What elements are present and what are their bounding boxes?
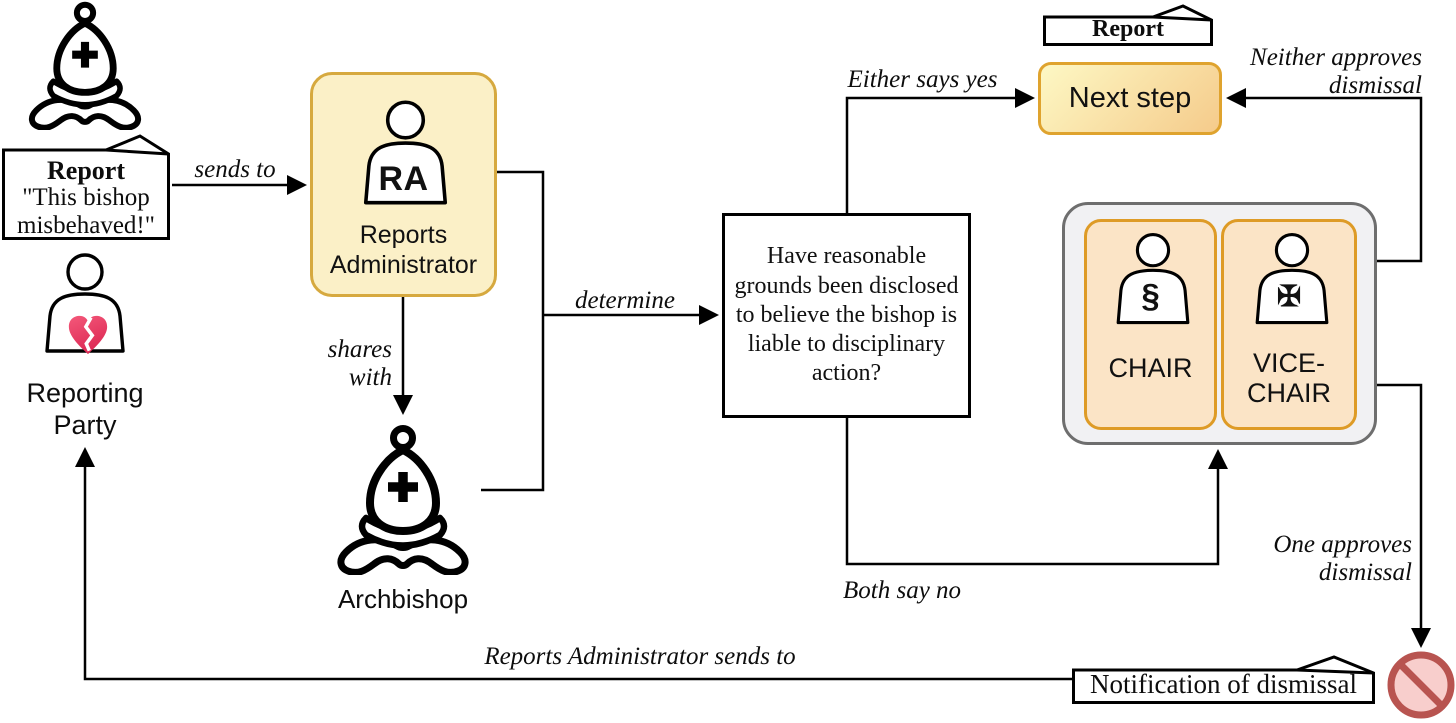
document-fold-shape	[1043, 4, 1213, 46]
no-entry-icon	[1387, 651, 1455, 719]
chair-label: CHAIR	[1108, 353, 1193, 383]
edge-label-ra-sends-to: Reports Administrator sends to	[484, 643, 796, 670]
edge-label-both-say-no: Both say no	[843, 577, 962, 604]
vice-chair-label: VICE-CHAIR	[1246, 348, 1331, 409]
report-note-title: Report	[47, 156, 125, 185]
bishop-icon	[28, 1, 142, 130]
edge-line-ra-sends-to	[75, 447, 1072, 681]
committee-container: § CHAIR ✠ VICE-CHAIR	[1062, 202, 1377, 445]
next-step-node: Next step	[1038, 62, 1222, 135]
person-icon	[1116, 233, 1190, 325]
document-fold-shape	[1072, 655, 1375, 704]
edge-line-either-says-yes	[845, 88, 1035, 214]
report-note-body: "This bishop misbehaved!"	[17, 184, 155, 239]
edge-label-one-approves: One approves dismissal	[1273, 531, 1412, 586]
edge-label-neither-approves: Neither approves dismissal	[1250, 44, 1422, 99]
section-sign-icon: §	[1141, 277, 1160, 314]
edge-label-shares-with: shares with	[327, 336, 392, 391]
archbishop-label: Archbishop	[337, 584, 469, 614]
notification-of-dismissal-node: Notification of dismissal	[1072, 654, 1375, 704]
edge-line-both-say-no	[845, 418, 1228, 566]
maltese-cross-icon: ✠	[1276, 280, 1302, 313]
edge-label-sends-to: sends to	[194, 156, 276, 183]
reports-administrator-node: RA Reports Administrator	[310, 72, 497, 297]
edge-line-neither-approves	[1226, 88, 1423, 263]
report-note: Report "This bishop misbehaved!"	[2, 132, 170, 240]
reports-administrator-label: Reports Administrator	[329, 221, 478, 279]
next-step-label: Next step	[1068, 82, 1192, 114]
edge-line-ra-archbishop-join	[481, 170, 545, 492]
vice-chair-node: ✠ VICE-CHAIR	[1221, 219, 1357, 430]
document-fold-shape	[2, 134, 170, 240]
report-forwarded-title: Report	[1092, 16, 1164, 42]
archbishop-icon	[337, 425, 469, 575]
person-icon	[1255, 233, 1329, 325]
person-icon	[45, 253, 125, 353]
reporting-party-label: Reporting Party	[26, 378, 144, 441]
notification-label: Notification of dismissal	[1090, 669, 1357, 699]
report-forwarded-note: Report	[1043, 3, 1213, 46]
edge-label-determine: determine	[575, 287, 675, 314]
edge-line-one-approves	[1377, 383, 1431, 648]
person-icon	[363, 100, 448, 205]
decision-node: Have reasonable grounds been disclosed t…	[722, 213, 971, 418]
ra-initials: RA	[378, 160, 429, 198]
broken-heart-icon	[68, 315, 108, 355]
edge-label-either-says-yes: Either says yes	[847, 66, 998, 93]
chair-node: § CHAIR	[1084, 219, 1217, 430]
